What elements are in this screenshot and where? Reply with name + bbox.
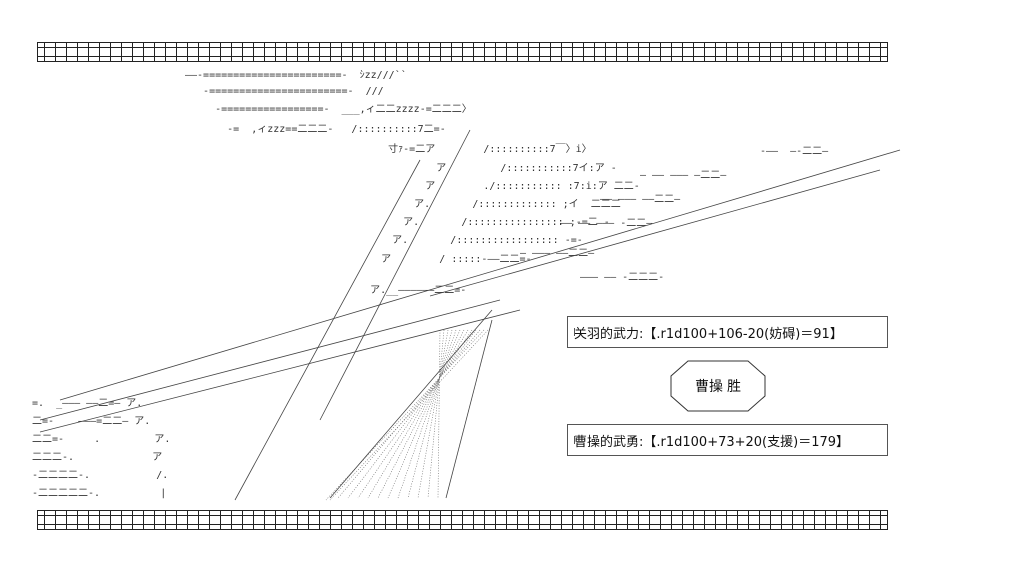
art-line: ア /:::::::::::7イ:ア - bbox=[370, 163, 617, 174]
cao-cao-bravery-text: 曹操的武勇:【.r1d100+73+20(支援)＝179】 bbox=[574, 434, 850, 450]
top-film-border bbox=[37, 42, 888, 62]
art-line: -= ,ィzzz==二二二- /::::::::::7二=- bbox=[185, 124, 446, 135]
art-line: -=================- ___,ィ二二zzzz-=二二二〉 bbox=[185, 104, 472, 115]
art-streak: —— —— ——— -二二— bbox=[560, 218, 653, 229]
art-streak: — ——— ——二二— bbox=[520, 248, 595, 259]
art-streak: ——— —— -二二二- bbox=[580, 272, 665, 283]
art-line: 二二=- . ア. bbox=[32, 434, 171, 445]
octagon-frame bbox=[670, 360, 766, 412]
outcome-label: 胜 bbox=[727, 379, 741, 395]
art-line: 二二二-. ア bbox=[32, 452, 163, 463]
art-streak: —— ——— ——二二— bbox=[600, 194, 681, 205]
art-streak: -—— —-二二— bbox=[760, 146, 829, 157]
cao-cao-bravery-box: 曹操的武勇:【.r1d100+73+20(支援)＝179】 bbox=[567, 424, 888, 456]
result-octagon: 曹操 胜 bbox=[670, 360, 766, 412]
art-line: ア. /::::::::::::::::: -=- bbox=[350, 235, 583, 246]
art-line: ア / :::::-——二二=- bbox=[345, 254, 532, 265]
winner-name: 曹操 bbox=[695, 379, 723, 395]
art-line: 二=- ———=二二— ア. bbox=[32, 416, 151, 427]
guan-yu-power-text: 关羽的武力:【.r1d100+106-20(妨碍)＝91】 bbox=[574, 326, 843, 342]
art-line: ア.__——————二二=- bbox=[340, 285, 467, 296]
art-line: ア. /::::::::::::: ;イ 二二二 bbox=[360, 199, 621, 210]
art-line: -二二二二-. /. bbox=[32, 470, 169, 481]
art-line: ——-=======================- ｼzz///`` bbox=[185, 70, 407, 81]
bottom-film-border bbox=[37, 510, 888, 530]
art-line: ア ./::::::::::: :7:i:ア 二二- bbox=[365, 181, 640, 192]
art-streak: — —— ——— —二二— bbox=[640, 170, 727, 181]
art-line: -二二二二二-. | bbox=[32, 488, 167, 499]
guan-yu-power-box: 关羽的武力:【.r1d100+106-20(妨碍)＝91】 bbox=[567, 316, 888, 348]
art-line: ア. /:::::::::::::::: ;-=二 - bbox=[355, 217, 610, 228]
art-line: -=======================- /// bbox=[185, 86, 384, 97]
art-line: 寸ｧ-=二ア /::::::::::7￣〉i〉 bbox=[340, 144, 592, 155]
